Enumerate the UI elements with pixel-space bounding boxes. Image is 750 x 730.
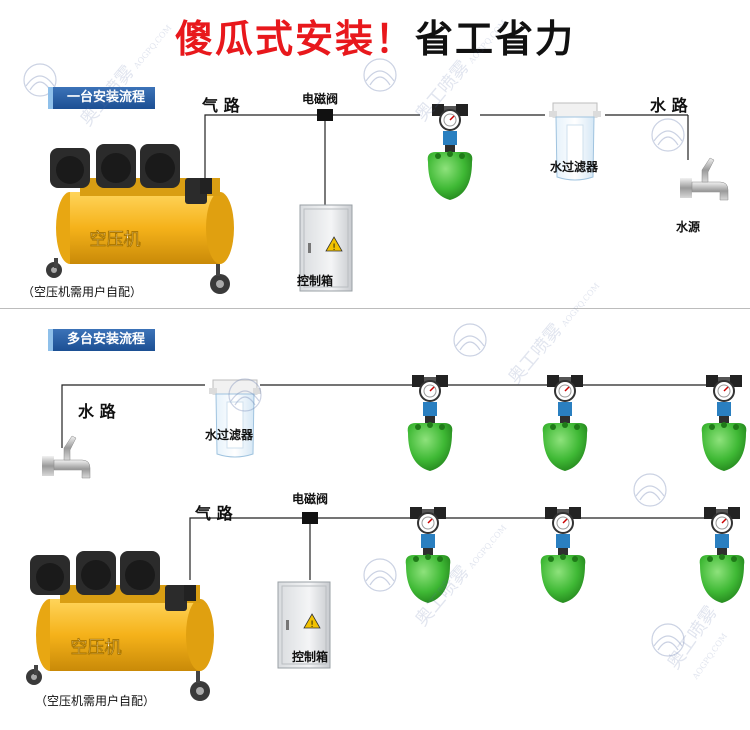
- section-1-compressor-note: （空压机需用户自配）: [22, 285, 143, 299]
- title-exclaim: ！: [374, 17, 415, 61]
- section-divider: [0, 308, 750, 309]
- nozzle-row2-2: [539, 506, 587, 604]
- solenoid-valve-2: [302, 512, 318, 524]
- section-2-filter-label: 水过滤器: [205, 428, 254, 442]
- page-title: 傻瓜式安装！省工省力: [0, 8, 750, 63]
- water-filter-2: [208, 379, 262, 458]
- section-1-water-path: 水 路: [650, 96, 688, 115]
- title-part-2: 省工省力: [415, 17, 576, 61]
- section-2-badge: 多台安装流程: [48, 329, 156, 351]
- section-1-air-path: 气 路: [202, 96, 240, 115]
- section-2-pipes: [61, 384, 730, 580]
- section-1-filter-label: 水过滤器: [550, 160, 599, 174]
- compressor-2-label: 空压机: [71, 637, 122, 658]
- section-2-control-box-label: 控制箱: [292, 650, 329, 664]
- nozzle-row1-3: [700, 374, 748, 472]
- compressor-1-label: 空压机: [90, 229, 141, 250]
- section-1-solenoid-label: 电磁阀: [302, 92, 339, 106]
- section-1-source-label: 水源: [676, 220, 701, 234]
- section-1-control-box-label: 控制箱: [297, 274, 334, 288]
- faucet-2: [41, 435, 91, 479]
- section-1-badge: 一台安装流程: [48, 87, 156, 109]
- section-1-pipes: [204, 114, 689, 205]
- compressor-2: [26, 551, 214, 701]
- section-2-water-path: 水 路: [78, 402, 116, 421]
- title-part-1: 傻瓜式安装: [174, 17, 375, 61]
- nozzle-row1-1: [406, 374, 454, 472]
- compressor-1: [46, 144, 234, 294]
- section-2-solenoid-label: 电磁阀: [292, 492, 329, 506]
- faucet-1: [679, 157, 729, 201]
- nozzle-row1-2: [541, 374, 589, 472]
- section-2-air-path: 气 路: [195, 504, 233, 523]
- solenoid-valve-1: [317, 109, 333, 121]
- section-2-compressor-note: （空压机需用户自配）: [35, 694, 156, 708]
- nozzle-row2-3: [698, 506, 746, 604]
